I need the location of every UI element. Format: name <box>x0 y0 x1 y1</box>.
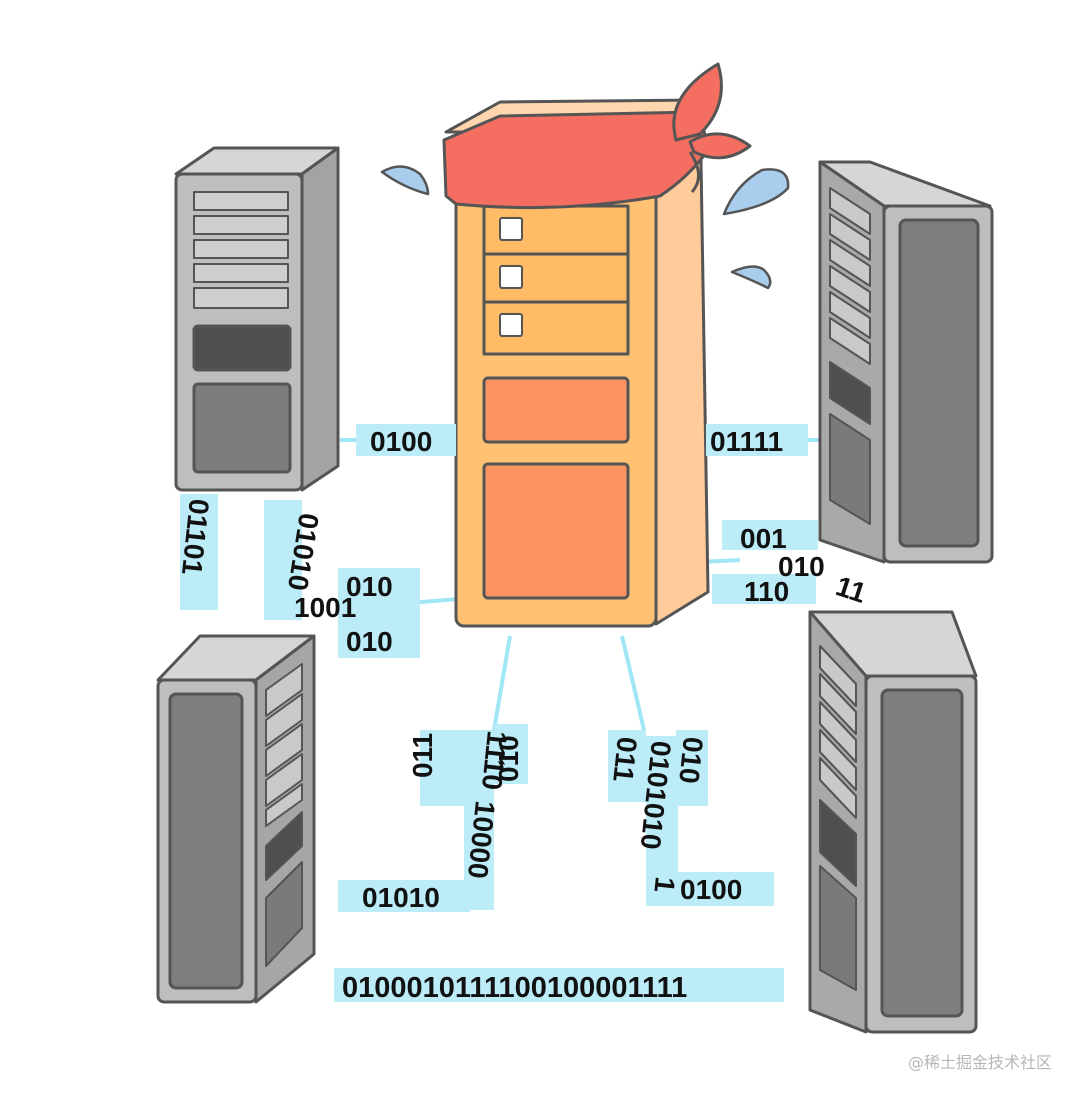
drive-indicator <box>499 313 523 337</box>
bit-label-right-cluster-top: 001 <box>740 523 787 554</box>
drive-indicator <box>499 265 523 289</box>
bit-label-right-cluster-middle: 010 <box>778 551 825 582</box>
headband-tail <box>688 151 700 193</box>
bit-label-center-left-e: 01010 <box>362 882 440 913</box>
bit-label-left-cluster-middle: 1001 <box>294 592 356 623</box>
sweat-drop-icon <box>730 265 772 290</box>
link-center-right <box>620 635 646 731</box>
sweat-drop-icon <box>722 168 790 216</box>
server-top-right <box>818 160 994 564</box>
headband-knot <box>688 132 752 160</box>
bit-label-bottom-stream: 0100010111100100001111 <box>342 972 687 1004</box>
bit-label-right-cluster-bottom: 110 <box>744 576 789 607</box>
bit-label-left-link: 0100 <box>370 426 432 457</box>
bit-label-left-cluster-bottom: 010 <box>346 626 393 657</box>
bit-label-center-left-a: 011 <box>407 733 438 778</box>
sweat-drops <box>380 165 790 290</box>
watermark: @稀土掘金技术社区 <box>908 1053 1052 1072</box>
bit-label-center-right-d: 1 <box>648 875 680 894</box>
bit-label-right-cluster-edge: 11 <box>832 570 870 609</box>
bit-label-left-cluster-top: 010 <box>346 571 393 602</box>
central-server <box>444 98 710 628</box>
bit-label-center-left-b: 1110 <box>476 729 513 791</box>
bit-label-center-left-c: 010 <box>493 735 524 782</box>
link-center-left <box>492 635 512 731</box>
bit-label-center-right-e: 0100 <box>680 874 742 905</box>
drive-indicator <box>499 217 523 241</box>
bit-label-right-link: 01111 <box>710 426 783 457</box>
headband-knot <box>672 62 723 142</box>
server-bottom-right <box>808 610 978 1034</box>
bit-label-center-right-b: 010 <box>673 735 709 785</box>
bit-strips: 0100 01111 01101 01010 010 1001 010 001 … <box>176 424 870 1004</box>
sweat-drop-icon <box>380 165 430 196</box>
server-top-left <box>174 146 340 492</box>
central-server-panel-lower <box>482 462 630 600</box>
bit-label-center-right-a: 011 <box>607 735 643 783</box>
headband <box>442 62 752 210</box>
central-server-panel-upper <box>482 376 630 444</box>
server-bottom-left <box>156 634 316 1004</box>
